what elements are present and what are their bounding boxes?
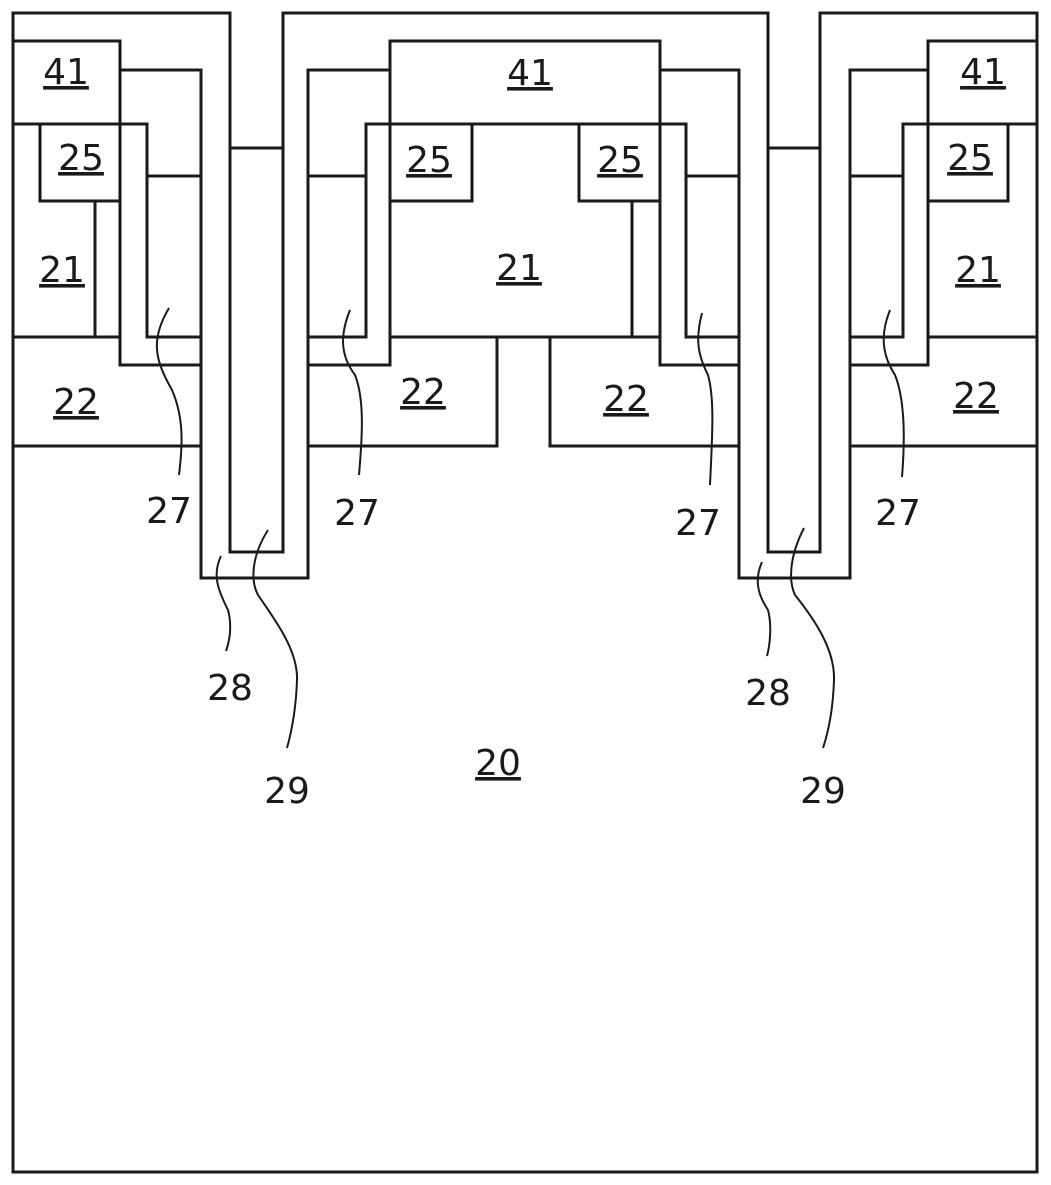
layer-25-right — [926, 122, 1010, 203]
layer-25-center-left — [388, 122, 474, 203]
label-41-center: 41 — [507, 53, 553, 94]
label-21-left: 21 — [39, 250, 85, 291]
leader-28-right — [756, 561, 772, 657]
leader-27-1 — [155, 307, 183, 476]
label-25-center-left: 25 — [406, 140, 452, 181]
callout-27-3: 27 — [675, 503, 721, 544]
callout-29-right: 29 — [800, 771, 846, 812]
layer-41-right — [926, 39, 1039, 126]
layer-41-left — [11, 39, 122, 126]
line-y124-right — [848, 122, 1039, 339]
leader-28-left — [215, 555, 232, 652]
leader-29-left — [252, 529, 299, 749]
line-y124-left — [11, 122, 203, 339]
leader-29-right — [790, 527, 836, 749]
layer-22-center-right — [548, 335, 741, 448]
label-20-substrate: 20 — [475, 743, 521, 784]
leader-27-3 — [697, 312, 714, 486]
label-22-center-right: 22 — [603, 379, 649, 420]
label-25-left: 25 — [58, 138, 104, 179]
line-y124-center-r — [684, 122, 741, 339]
line-y124-center-l — [306, 122, 368, 339]
callout-27-4: 27 — [875, 493, 921, 534]
layer-21-cr-outer — [658, 122, 741, 367]
trench-left-liner-28 — [199, 68, 310, 580]
layer-21-left-outer — [118, 122, 203, 367]
label-22-center-left: 22 — [400, 372, 446, 413]
label-25-center-right: 25 — [597, 140, 643, 181]
label-22-left: 22 — [53, 382, 99, 423]
label-21-right: 21 — [955, 250, 1001, 291]
layer-25-left — [38, 122, 122, 203]
trench-left-gate-29 — [228, 146, 285, 554]
trench-right-gate-29 — [766, 146, 822, 554]
leader-27-2 — [342, 309, 363, 476]
layer-21-right-outer — [848, 122, 930, 367]
callout-27-2: 27 — [334, 493, 380, 534]
label-41-right: 41 — [960, 52, 1006, 93]
label-41-left: 41 — [43, 52, 89, 93]
callout-28-left: 28 — [207, 668, 253, 709]
leader-27-4 — [882, 309, 905, 478]
outer-boundary — [11, 11, 1039, 1174]
layer-22-center-left — [306, 335, 499, 448]
label-22-right: 22 — [953, 376, 999, 417]
callout-29-left: 29 — [264, 771, 310, 812]
layer-21-cl-edge — [306, 122, 392, 367]
trench-right-liner-28 — [737, 68, 852, 580]
label-21-center: 21 — [496, 248, 542, 289]
callout-28-right: 28 — [745, 673, 791, 714]
callout-27-1: 27 — [146, 491, 192, 532]
label-25-right: 25 — [947, 138, 993, 179]
layer-41-center — [388, 39, 662, 126]
